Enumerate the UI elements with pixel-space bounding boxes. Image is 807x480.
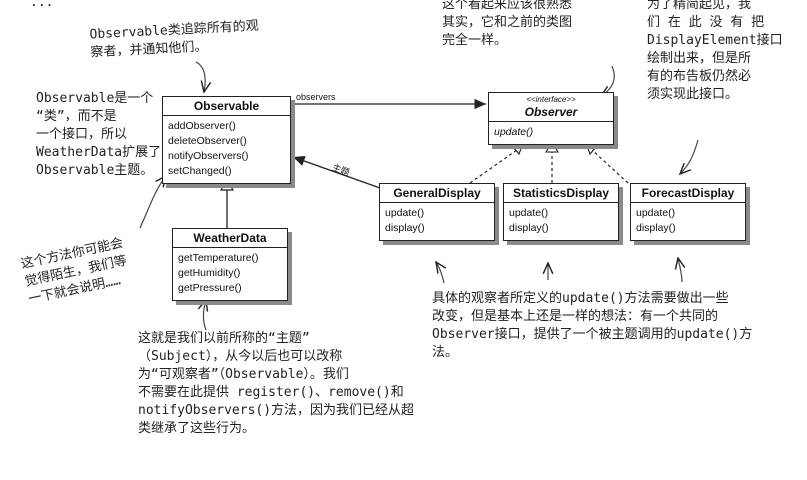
method-notify-observers: notifyObservers() [168, 150, 249, 162]
note-observable-is-class: Observable是一个 “类”，而不是 一个接口，所以 WeatherDat… [36, 91, 162, 178]
class-forecast-display-name: ForecastDisplay [631, 184, 745, 203]
inheritance-triangle-observable [219, 178, 235, 191]
method-general-update: update() [385, 207, 425, 219]
note-subject: 这就是我们以前所称的“主题” （Subject），从今以后也可以改称 为“可观察… [138, 331, 415, 436]
arrow-observable-note [195, 61, 205, 92]
method-statistics-update: update() [509, 207, 549, 219]
class-general-display: GeneralDisplay update() display() [379, 183, 495, 241]
subject-association-line [292, 156, 381, 189]
class-weatherdata: WeatherData getTemperature() getHumidity… [172, 228, 288, 301]
realization-triangle-statistics [544, 142, 560, 153]
method-general-display: display() [385, 222, 425, 234]
method-add-observer: addObserver() [168, 120, 236, 132]
class-forecast-display-methods: update() display() [631, 203, 745, 240]
class-observable: Observable addObserver() deleteObserver(… [162, 96, 291, 184]
interface-observer: <<interface>> Observer update() [488, 92, 614, 145]
note-top-right: 为了精简起见，我 们 在 此 没 有 把 DisplayElement接口 绘制… [647, 0, 783, 102]
interface-observer-header: <<interface>> Observer [489, 93, 613, 122]
interface-stereotype: <<interface>> [526, 95, 576, 104]
class-observable-methods: addObserver() deleteObserver() notifyObs… [163, 116, 290, 183]
method-get-temperature: getTemperature() [178, 252, 259, 264]
class-forecast-display: ForecastDisplay update() display() [630, 183, 746, 241]
class-weatherdata-name: WeatherData [173, 229, 287, 248]
interface-observer-methods: update() [489, 122, 613, 144]
class-statistics-display-methods: update() display() [504, 203, 618, 240]
general-realization-line [469, 149, 518, 184]
method-get-humidity: getHumidity() [178, 267, 241, 279]
method-delete-observer: deleteObserver() [168, 135, 247, 147]
arrow-update-left [436, 262, 444, 284]
method-forecast-update: update() [636, 207, 676, 219]
class-statistics-display: StatisticsDisplay update() display() [503, 183, 619, 241]
arrow-subject-note [203, 300, 206, 331]
method-statistics-display: display() [509, 222, 549, 234]
forecast-realization-line [591, 149, 629, 184]
note-top-partial-left: ... [30, 0, 54, 10]
method-observer-update: update() [494, 126, 534, 138]
observers-label: observers [296, 92, 336, 102]
note-update-method: 具体的观察者所定义的update()方法需要做出一些 改变，但是基本上还是一样的… [432, 291, 753, 360]
arrow-top-right [680, 139, 699, 174]
class-observable-name: Observable [163, 97, 290, 116]
note-top-center: 这个看起来应该很熟悉 其实，它和之前的类图 完全一样。 [442, 0, 573, 48]
class-general-display-methods: update() display() [380, 203, 494, 240]
class-statistics-display-name: StatisticsDisplay [504, 184, 618, 203]
class-general-display-name: GeneralDisplay [380, 184, 494, 203]
class-weatherdata-methods: getTemperature() getHumidity() getPressu… [173, 248, 287, 300]
method-forecast-display: display() [636, 222, 676, 234]
arrow-update-right [678, 258, 682, 283]
interface-observer-name: Observer [524, 105, 578, 119]
method-set-changed: setChanged() [168, 165, 232, 177]
method-get-pressure: getPressure() [178, 282, 242, 294]
